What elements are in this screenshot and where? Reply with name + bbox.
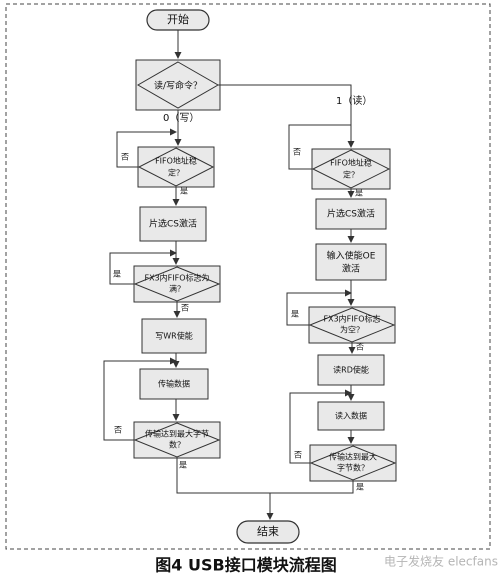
r-read-label: 读入数据 <box>335 411 367 421</box>
w-cs-box <box>139 206 207 242</box>
diagram-frame <box>5 3 491 550</box>
r-max-no-label: 否 <box>294 451 302 460</box>
figure-caption: 图4 USB接口模块流程图 <box>155 556 336 575</box>
write-branch-label: 0（写） <box>163 112 199 124</box>
r-fifo-no-label: 否 <box>293 148 301 157</box>
r-oe-box <box>315 243 387 281</box>
r-fifo-addr-label-1: FIFO地址稳 <box>330 158 372 168</box>
w-flag-label-1: FX3内FIFO标志为 <box>144 273 209 283</box>
w-flag-label-2: 满？ <box>169 284 185 294</box>
rw-decision <box>136 61 220 109</box>
edge-w-fifo-no-loop <box>116 128 177 168</box>
r-flag-label-1: FX3内FIFO标志 <box>323 314 380 324</box>
w-fifo-yes-label: 是 <box>180 187 188 196</box>
edge-w-max-no-loop <box>103 357 177 441</box>
r-oe-label-1: 输入使能OE <box>327 250 376 262</box>
w-wr-label: 写WR使能 <box>155 331 192 341</box>
edge-r-flag-yes-loop <box>286 289 352 326</box>
r-flag-label-2: 为空？ <box>340 325 364 335</box>
end-label: 结束 <box>257 525 279 538</box>
r-fifo-addr-decision <box>311 149 391 189</box>
w-max-label-1: 传输达到最大字节 <box>145 429 209 439</box>
w-flag-decision <box>133 266 221 302</box>
w-max-label-2: 数？ <box>169 440 185 450</box>
w-cs-label: 片选CS激活 <box>149 218 197 230</box>
edge-r-fifo-no-loop <box>288 124 351 170</box>
read-branch-label: 1（读） <box>336 94 372 107</box>
w-max-no-label: 否 <box>114 426 122 435</box>
r-oe-label-2: 激活 <box>342 263 360 275</box>
watermark-text: 电子发烧友 elecfans.com <box>384 554 499 569</box>
r-cs-label: 片选CS激活 <box>327 208 375 220</box>
rw-decision-label: 读/写命令？ <box>154 80 202 92</box>
r-flag-decision <box>308 307 396 343</box>
r-max-yes-label: 是 <box>356 483 364 492</box>
r-fifo-addr-label-2: 定？ <box>343 170 359 180</box>
w-fifo-addr-label-1: FIFO地址稳 <box>155 156 197 166</box>
w-flag-yes-label: 是 <box>113 270 121 279</box>
w-fifo-addr-label-2: 定？ <box>168 168 184 178</box>
w-transfer-box <box>139 368 209 400</box>
r-rd-box <box>317 354 385 386</box>
edge-rw-to-read <box>218 84 355 148</box>
r-flag-no-label: 否 <box>356 343 364 352</box>
r-fifo-yes-label: 是 <box>355 189 363 198</box>
r-flag-yes-label: 是 <box>291 310 299 319</box>
r-max-label-1: 传输达到最大 <box>329 452 377 462</box>
edge-w-flag-yes-loop <box>109 249 177 285</box>
w-flag-no-label: 否 <box>181 304 189 313</box>
w-fifo-addr-decision <box>137 147 215 187</box>
w-transfer-label: 传输数据 <box>158 379 190 389</box>
r-max-decision <box>309 445 397 481</box>
edge-w-max-to-end <box>176 458 274 520</box>
end-terminal <box>236 520 300 544</box>
w-wr-box <box>141 318 207 354</box>
edge-r-max-to-end <box>270 481 354 494</box>
w-max-yes-label: 是 <box>179 461 187 470</box>
w-fifo-no-label: 否 <box>121 153 129 162</box>
r-read-box <box>317 401 385 431</box>
r-rd-label: 读RD使能 <box>333 365 369 375</box>
edge-r-max-no-loop <box>289 389 352 464</box>
r-cs-box <box>315 198 387 230</box>
start-label: 开始 <box>167 12 189 26</box>
r-max-label-2: 字节数？ <box>337 463 369 473</box>
w-max-decision <box>133 422 221 458</box>
